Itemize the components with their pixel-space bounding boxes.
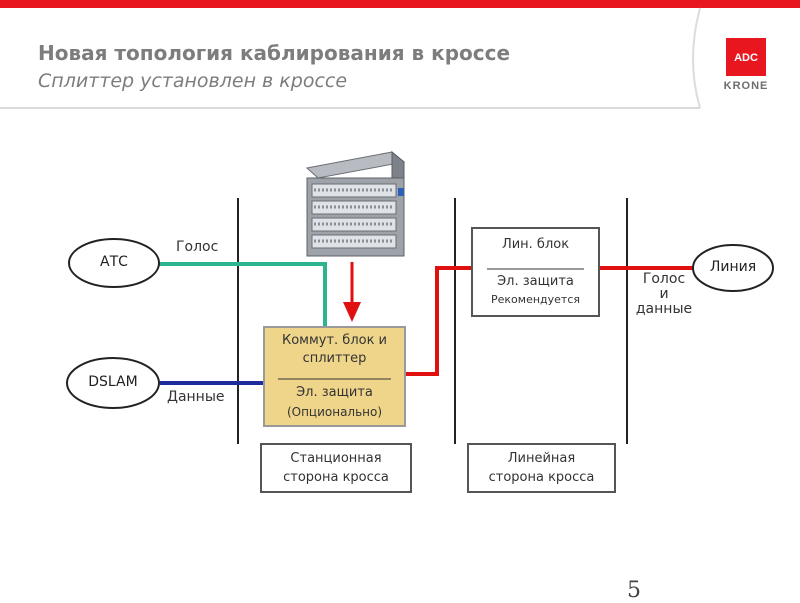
top-accent-bar (0, 0, 800, 8)
data-label: Данные (167, 389, 225, 405)
station-side-label: Станционная сторона кросса (283, 451, 389, 485)
page-subtitle: Сплиттер установлен в кроссе (38, 70, 348, 92)
line-block-note: Рекомендуется (491, 293, 580, 306)
ats-label: АТС (100, 254, 128, 270)
ats-node (68, 238, 160, 288)
logo-name: KRONE (723, 80, 769, 92)
cross-connection (405, 266, 472, 376)
line-node (692, 244, 774, 292)
header: Новая топология каблирования в кроссе Сп… (0, 8, 800, 108)
page-number: 5 (627, 578, 641, 603)
voice-connection (158, 262, 327, 327)
line-block-title: Лин. блок (501, 237, 570, 252)
dslam-label: DSLAM (88, 374, 138, 390)
switch-block-protection: Эл. защита (296, 385, 373, 400)
station-side-box (260, 443, 412, 493)
line-side-label: Линейная сторона кросса (488, 451, 595, 485)
logo-mark: ADC (734, 52, 758, 64)
header-curve (692, 7, 701, 109)
switch-splitter-block (263, 326, 406, 427)
line-block (471, 227, 600, 317)
voice-and-data-label: Голос и данные (635, 271, 693, 317)
line-block-protection: Эл. защита (497, 274, 574, 289)
switch-block-title: Коммут. блок и сплиттер (281, 333, 388, 366)
voice-label: Голос (176, 239, 219, 255)
line-label: Линия (709, 259, 757, 275)
frame-device-image (305, 150, 406, 257)
adc-logo: ADC (726, 38, 766, 76)
page-title: Новая топология каблирования в кроссе (38, 41, 511, 65)
dslam-node (66, 357, 160, 409)
arrow-down-icon (343, 302, 361, 322)
switch-block-note: (Опционально) (286, 405, 383, 419)
line-side-box (467, 443, 616, 493)
